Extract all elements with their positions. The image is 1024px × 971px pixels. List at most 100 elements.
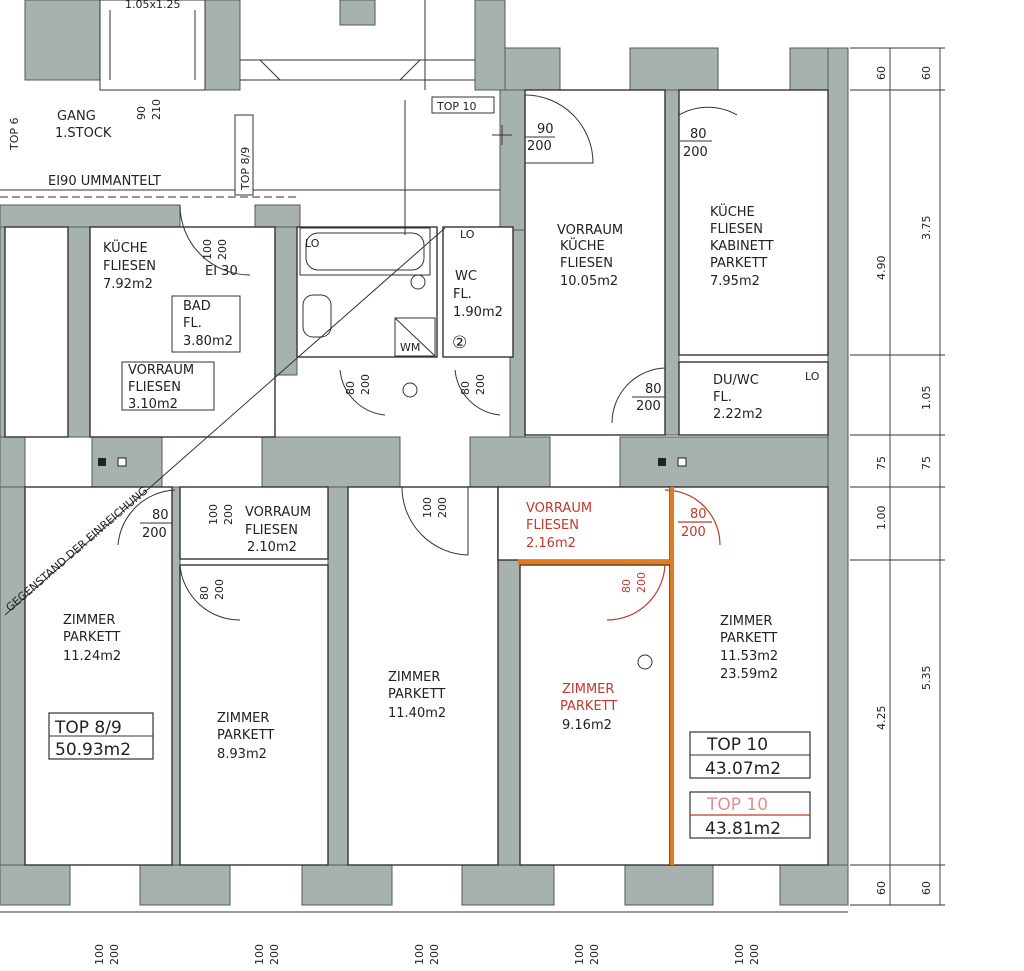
room-vorraum1: VORRAUM FLIESEN 3.10m2 bbox=[121, 361, 215, 412]
room-vorraum3: VORRAUM FLIESEN 2.16m2 bbox=[526, 501, 592, 551]
bathtub bbox=[299, 227, 431, 276]
svg-text:VORRAUM: VORRAUM bbox=[557, 223, 623, 238]
room-bad: BAD FL. 3.80m2 bbox=[171, 295, 241, 353]
svg-text:PARKETT: PARKETT bbox=[560, 699, 617, 714]
svg-text:43.07m2: 43.07m2 bbox=[705, 759, 781, 779]
room-vorraum-kueche: VORRAUM KÜCHE FLIESEN 10.05m2 bbox=[557, 223, 623, 289]
svg-text:PARKETT: PARKETT bbox=[720, 631, 777, 646]
svg-text:PARKETT: PARKETT bbox=[710, 256, 767, 271]
svg-text:80: 80 bbox=[620, 579, 633, 593]
svg-text:PARKETT: PARKETT bbox=[217, 728, 274, 743]
room-vorraum2: VORRAUM FLIESEN 2.10m2 bbox=[245, 505, 311, 555]
svg-text:80: 80 bbox=[152, 508, 169, 523]
svg-text:WC: WC bbox=[455, 269, 477, 284]
svg-text:100: 100 bbox=[733, 944, 746, 965]
svg-text:80: 80 bbox=[459, 381, 472, 395]
svg-text:100: 100 bbox=[413, 944, 426, 965]
svg-text:TOP 10: TOP 10 bbox=[706, 795, 768, 815]
svg-text:80: 80 bbox=[344, 381, 357, 395]
svg-text:BAD: BAD bbox=[183, 299, 211, 314]
svg-text:3.10m2: 3.10m2 bbox=[128, 397, 178, 412]
svg-text:7.92m2: 7.92m2 bbox=[103, 277, 153, 292]
svg-text:4.90: 4.90 bbox=[875, 256, 888, 281]
svg-text:200: 200 bbox=[142, 526, 167, 541]
svg-text:9.16m2: 9.16m2 bbox=[562, 718, 612, 733]
svg-text:80: 80 bbox=[690, 507, 707, 522]
svg-text:3.80m2: 3.80m2 bbox=[183, 334, 233, 349]
svg-text:100: 100 bbox=[421, 497, 434, 518]
svg-text:FLIESEN: FLIESEN bbox=[245, 523, 298, 538]
svg-text:FLIESEN: FLIESEN bbox=[128, 380, 181, 395]
sink bbox=[302, 294, 332, 338]
svg-text:TOP 8/9: TOP 8/9 bbox=[54, 718, 122, 738]
svg-text:200: 200 bbox=[359, 374, 372, 395]
svg-text:60: 60 bbox=[875, 66, 888, 80]
unit-top10a: TOP 10 43.07m2 bbox=[689, 731, 811, 779]
room-kueche2: KÜCHE FLIESEN KABINETT PARKETT 7.95m2 bbox=[710, 203, 774, 289]
svg-text:PARKETT: PARKETT bbox=[388, 687, 445, 702]
svg-text:200: 200 bbox=[588, 944, 601, 965]
svg-text:KÜCHE: KÜCHE bbox=[560, 237, 605, 254]
circled-2: ② bbox=[452, 333, 467, 353]
door-swings bbox=[117, 94, 738, 621]
svg-text:2.22m2: 2.22m2 bbox=[713, 407, 763, 422]
dimension-chain-right: 60 4.90 75 1.00 4.25 60 60 3.75 1.05 75 … bbox=[850, 47, 945, 906]
unit-top89: TOP 8/9 50.93m2 bbox=[48, 712, 154, 760]
svg-text:FLIESEN: FLIESEN bbox=[526, 518, 579, 533]
gang-label: GANG bbox=[57, 109, 96, 124]
svg-text:23.59m2: 23.59m2 bbox=[720, 667, 778, 682]
svg-text:80: 80 bbox=[645, 382, 662, 397]
top10-small-tag: TOP 10 bbox=[431, 96, 495, 114]
svg-text:PARKETT: PARKETT bbox=[63, 630, 120, 645]
rooms bbox=[4, 89, 829, 866]
svg-text:1.05: 1.05 bbox=[920, 386, 933, 411]
svg-text:8.93m2: 8.93m2 bbox=[217, 747, 267, 762]
top89-vertical-label: TOP 8/9 bbox=[239, 147, 252, 191]
svg-text:5.35: 5.35 bbox=[920, 666, 933, 691]
section-line bbox=[4, 227, 446, 616]
svg-text:90: 90 bbox=[537, 122, 554, 137]
svg-text:75: 75 bbox=[920, 456, 933, 470]
ei90-label: EI90 UMMANTELT bbox=[48, 174, 161, 189]
svg-text:KÜCHE: KÜCHE bbox=[103, 239, 148, 256]
svg-text:ZIMMER: ZIMMER bbox=[217, 711, 269, 726]
svg-text:DU/WC: DU/WC bbox=[713, 373, 759, 388]
lo-label-1: LO bbox=[305, 237, 320, 250]
svg-text:100: 100 bbox=[207, 504, 220, 525]
svg-text:FLIESEN: FLIESEN bbox=[710, 222, 763, 237]
wm-box: WM bbox=[394, 317, 436, 357]
lo-label-3: LO bbox=[805, 370, 820, 383]
svg-text:200: 200 bbox=[681, 525, 706, 540]
top6-label: TOP 6 bbox=[8, 117, 21, 151]
svg-text:11.53m2: 11.53m2 bbox=[720, 649, 778, 664]
svg-text:KABINETT: KABINETT bbox=[710, 239, 774, 254]
wm-label: WM bbox=[400, 341, 420, 354]
svg-text:FLIESEN: FLIESEN bbox=[560, 256, 613, 271]
svg-text:7.95m2: 7.95m2 bbox=[710, 274, 760, 289]
room-zimmer4: ZIMMER PARKETT 9.16m2 bbox=[560, 682, 617, 733]
room-zimmer5: ZIMMER PARKETT 11.53m2 23.59m2 bbox=[720, 614, 778, 682]
svg-text:200: 200 bbox=[527, 139, 552, 154]
svg-text:11.24m2: 11.24m2 bbox=[63, 649, 121, 664]
svg-text:200: 200 bbox=[436, 497, 449, 518]
svg-text:200: 200 bbox=[213, 579, 226, 600]
unit-top10b: TOP 10 43.81m2 bbox=[689, 791, 811, 839]
svg-text:ZIMMER: ZIMMER bbox=[720, 614, 772, 629]
door-top-h: 210 bbox=[150, 99, 163, 120]
svg-text:60: 60 bbox=[920, 881, 933, 895]
svg-text:100: 100 bbox=[93, 944, 106, 965]
ei30-label: EI 30 bbox=[205, 264, 238, 279]
svg-text:2.16m2: 2.16m2 bbox=[526, 536, 576, 551]
svg-text:TOP 10: TOP 10 bbox=[706, 735, 768, 755]
stock-label: 1.STOCK bbox=[55, 126, 112, 141]
room-duwc: DU/WC FL. 2.22m2 bbox=[713, 373, 763, 422]
svg-text:50.93m2: 50.93m2 bbox=[55, 740, 131, 760]
svg-text:80: 80 bbox=[690, 127, 707, 142]
walls bbox=[0, 0, 849, 906]
svg-text:3.75: 3.75 bbox=[920, 216, 933, 241]
svg-text:200: 200 bbox=[216, 239, 229, 260]
svg-text:4.25: 4.25 bbox=[875, 706, 888, 731]
svg-text:ZIMMER: ZIMMER bbox=[562, 682, 614, 697]
svg-text:100: 100 bbox=[573, 944, 586, 965]
